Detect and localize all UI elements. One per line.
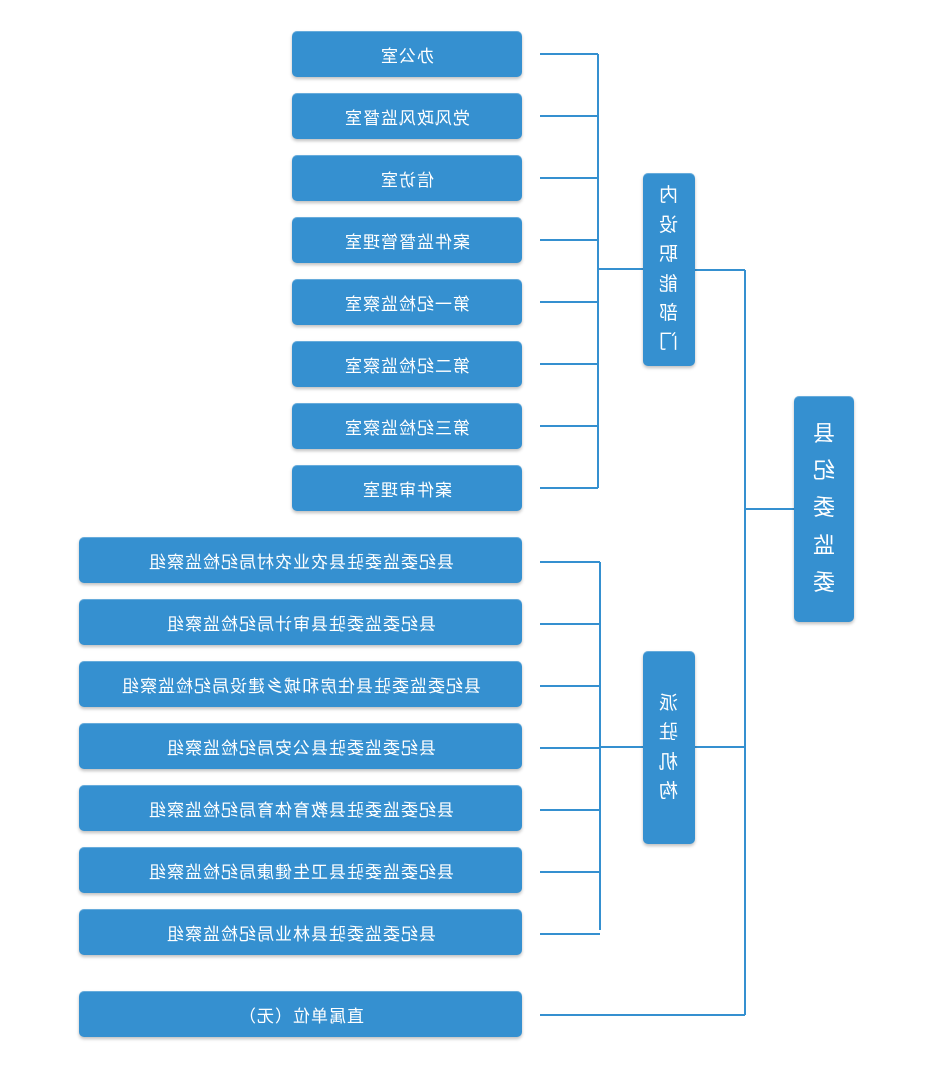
root-node-label: 县纪委监委: [812, 421, 835, 597]
dispatched-group-box: 县纪委监委驻县教育体育局纪检监察组: [79, 785, 522, 831]
internal-dept-box: 党风政风监督室: [292, 93, 522, 139]
group-dispatched-agencies-label: 派驻机构: [659, 691, 679, 802]
root-node: 县纪委监委: [794, 396, 854, 622]
internal-dept-box-label: 第二纪检监察室: [344, 356, 470, 377]
dispatched-group-box-label: 县纪委监委驻县卫生健康局纪检监察组: [147, 862, 454, 883]
dispatched-group-box: 县纪委监委驻县公安局纪检监察组: [79, 723, 522, 769]
group-dispatched-agencies: 派驻机构: [643, 651, 695, 844]
group-internal-departments-label: 内设职能部门: [659, 184, 679, 354]
internal-dept-box: 办公室: [292, 31, 522, 77]
internal-dept-box: 第二纪检监察室: [292, 341, 522, 387]
dispatched-group-box: 县纪委监委驻县住房和城乡建设局纪检监察组: [79, 661, 522, 707]
internal-dept-box-label: 案件监督管理室: [344, 232, 470, 253]
dispatched-group-box: 县纪委监委驻县审计局纪检监察组: [79, 599, 522, 645]
dispatched-group-box: 县纪委监委驻县林业局纪检监察组: [79, 909, 522, 955]
dispatched-group-box: 县纪委监委驻县卫生健康局纪检监察组: [79, 847, 522, 893]
internal-dept-box: 案件监督管理室: [292, 217, 522, 263]
dispatched-group-box-label: 县纪委监委驻县教育体育局纪检监察组: [147, 800, 454, 821]
internal-dept-box: 案件审理室: [292, 465, 522, 511]
internal-dept-box: 信访室: [292, 155, 522, 201]
internal-dept-box-label: 党风政风监督室: [344, 108, 470, 129]
internal-dept-box-label: 第三纪检监察室: [344, 418, 470, 439]
internal-dept-box-label: 信访室: [380, 170, 434, 191]
group-internal-departments: 内设职能部门: [643, 173, 695, 366]
internal-dept-box-label: 办公室: [380, 46, 434, 67]
dispatched-group-box-label: 县纪委监委驻县公安局纪检监察组: [165, 738, 436, 759]
dispatched-group-box-label: 县纪委监委驻县审计局纪检监察组: [165, 614, 436, 635]
direct-unit-label: 直属单位（无）: [237, 1006, 364, 1027]
internal-dept-box: 第一纪检监察室: [292, 279, 522, 325]
internal-dept-box-label: 案件审理室: [362, 480, 452, 501]
dispatched-group-box-label: 县纪委监委驻县林业局纪检监察组: [165, 924, 436, 945]
dispatched-group-box-label: 县纪委监委驻县住房和城乡建设局纪检监察组: [120, 676, 481, 697]
internal-dept-box-label: 第一纪检监察室: [344, 294, 470, 315]
dispatched-group-box-label: 县纪委监委驻县农业农村局纪检监察组: [147, 552, 454, 573]
direct-unit-node: 直属单位（无）: [79, 991, 522, 1037]
dispatched-group-box: 县纪委监委驻县农业农村局纪检监察组: [79, 537, 522, 583]
internal-dept-box: 第三纪检监察室: [292, 403, 522, 449]
